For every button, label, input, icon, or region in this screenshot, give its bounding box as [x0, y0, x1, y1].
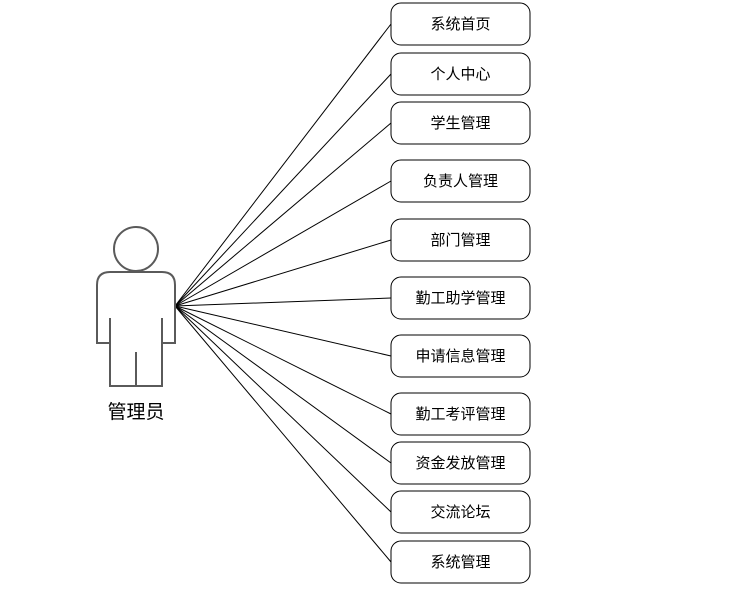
use-case-label: 资金发放管理: [415, 454, 505, 472]
use-case-label: 勤工考评管理: [415, 405, 505, 423]
use-case-frame: [390, 101, 531, 145]
use-case-label: 系统首页: [430, 15, 490, 33]
association-line: [174, 305, 392, 415]
association-line: [174, 73, 392, 307]
use-case-box: 交流论坛: [390, 490, 531, 534]
use-case-list: 系统首页个人中心学生管理负责人管理部门管理勤工助学管理申请信息管理勤工考评管理资…: [390, 2, 531, 584]
use-case-box: 负责人管理: [390, 159, 531, 203]
use-case-label: 申请信息管理: [415, 347, 505, 365]
use-case-label: 部门管理: [430, 231, 490, 249]
use-case-label: 学生管理: [430, 114, 490, 132]
association-line: [174, 180, 392, 307]
use-case-frame: [390, 490, 531, 534]
use-case-frame: [390, 159, 531, 203]
use-case-frame: [390, 392, 531, 436]
use-case-box: 系统首页: [390, 2, 531, 46]
use-case-box: 资金发放管理: [390, 441, 531, 485]
use-case-label: 系统管理: [430, 553, 490, 571]
use-case-box: 个人中心: [390, 52, 531, 96]
use-case-box: 勤工考评管理: [390, 392, 531, 436]
use-case-frame: [390, 218, 531, 262]
actor: 管理员: [96, 226, 176, 423]
association-line: [174, 305, 392, 513]
use-case-frame: [390, 276, 531, 320]
association-lines: [174, 23, 392, 563]
use-case-frame: [390, 540, 531, 584]
use-case-box: 部门管理: [390, 218, 531, 262]
association-line: [174, 305, 392, 357]
association-line: [174, 23, 392, 307]
use-case-frame: [390, 441, 531, 485]
person-icon: [96, 226, 176, 387]
use-case-frame: [390, 2, 531, 46]
use-case-label: 负责人管理: [423, 172, 498, 190]
association-line: [174, 122, 392, 307]
use-case-box: 勤工助学管理: [390, 276, 531, 320]
use-case-frame: [390, 334, 531, 378]
association-line: [174, 305, 392, 464]
use-case-box: 学生管理: [390, 101, 531, 145]
use-case-frame: [390, 52, 531, 96]
use-case-box: 申请信息管理: [390, 334, 531, 378]
use-case-label: 交流论坛: [430, 503, 490, 521]
association-line: [174, 297, 392, 307]
association-line: [174, 305, 392, 563]
use-case-label: 个人中心: [430, 65, 490, 83]
actor-label: 管理员: [107, 401, 164, 423]
use-case-label: 勤工助学管理: [415, 289, 505, 307]
use-case-box: 系统管理: [390, 540, 531, 584]
association-line: [174, 239, 392, 307]
